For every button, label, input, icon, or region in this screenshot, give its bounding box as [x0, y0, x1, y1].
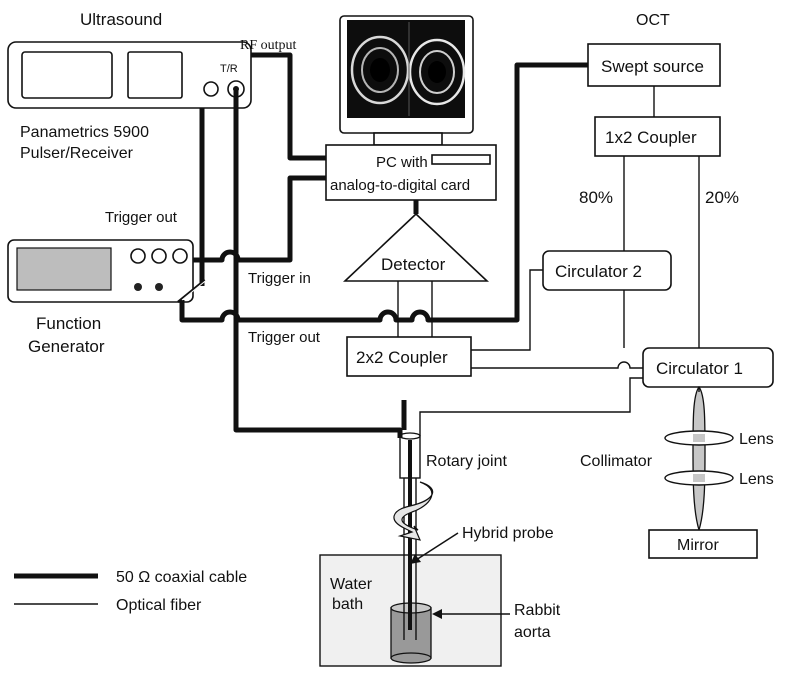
lens-top-label: Lens [739, 431, 774, 448]
coupler-1x2-label: 1x2 Coupler [605, 128, 697, 147]
oct-title: OCT [636, 12, 670, 29]
hybrid-probe-arrow [410, 532, 459, 564]
coupler-2x2-box [346, 336, 472, 377]
water-bath-label-1: Water [330, 576, 373, 593]
trigger-in-label: Trigger in [248, 270, 311, 287]
ivus-image-left [350, 35, 410, 105]
mirror-label: Mirror [677, 537, 719, 554]
collimator-label: Collimator [580, 453, 653, 470]
split-80-label: 80% [579, 188, 613, 207]
trigger-out-top-label: Trigger out [105, 209, 178, 226]
pc-label-1: PC with [376, 154, 428, 171]
hybrid-probe-label: Hybrid probe [462, 525, 554, 542]
pulser-type-label: Pulser/Receiver [20, 145, 134, 162]
pulser-receiver-device [7, 41, 252, 109]
hybrid-probe [393, 432, 434, 640]
coupler-1x2-box [594, 116, 721, 157]
circulator-2-label: Circulator 2 [555, 262, 642, 281]
coax-cables [179, 52, 588, 438]
swept-source-label: Swept source [601, 57, 704, 76]
rotation-arrow-icon [393, 481, 434, 541]
oct-image-right [408, 38, 466, 106]
optical-fibers [397, 86, 700, 436]
tr-port-label: T/R [220, 63, 238, 75]
legend-fiber-label: Optical fiber [116, 597, 202, 614]
rf-output-label: RF output [240, 38, 297, 53]
split-20-label: 20% [705, 188, 739, 207]
reference-arm-optics [664, 385, 734, 533]
aorta-label-2: aorta [514, 624, 551, 641]
pc-box [325, 144, 497, 201]
function-generator-device [7, 239, 194, 303]
water-bath-label-2: bath [332, 596, 363, 613]
function-generator-label-2: Generator [28, 337, 105, 356]
circulator-1-label: Circulator 1 [656, 359, 743, 378]
legend-coax-label: 50 Ω coaxial cable [116, 569, 247, 586]
rotary-joint-label: Rotary joint [426, 453, 507, 470]
lens-bottom-label: Lens [739, 471, 774, 488]
pc-monitor [339, 15, 474, 146]
detector-triangle [342, 212, 490, 282]
detector-label: Detector [381, 255, 446, 274]
ultrasound-title: Ultrasound [80, 10, 162, 29]
swept-source-box [587, 43, 721, 87]
function-generator-label-1: Function [36, 314, 101, 333]
knob-icon [203, 81, 219, 97]
trigger-out-bottom-label: Trigger out [248, 329, 321, 346]
mirror-box [648, 529, 758, 559]
pc-label-2: analog-to-digital card [330, 177, 470, 194]
aorta-label-1: Rabbit [514, 602, 561, 619]
pulser-model-label: Panametrics 5900 [20, 124, 149, 141]
coupler-2x2-label: 2x2 Coupler [356, 348, 448, 367]
legend: 50 Ω coaxial cable Optical fiber [14, 569, 247, 614]
aorta-arrow [432, 609, 510, 619]
trigger-connector [177, 279, 206, 303]
